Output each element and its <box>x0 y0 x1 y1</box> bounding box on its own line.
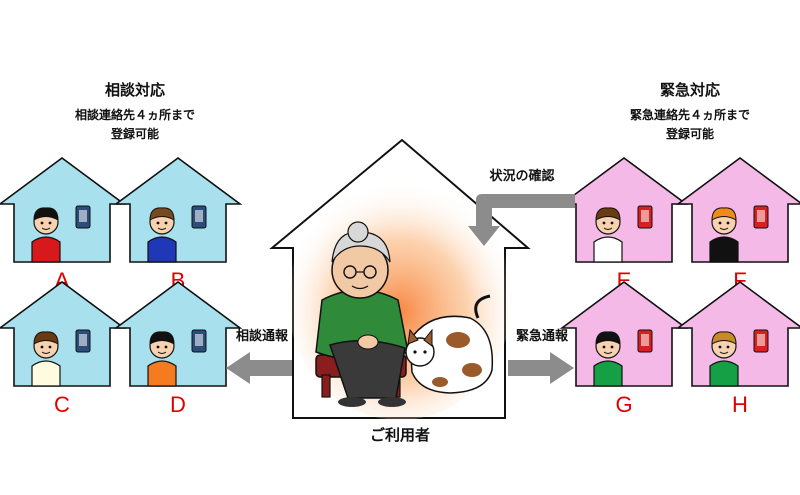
person-woman-brown <box>31 331 61 387</box>
contact-house-d: D <box>113 281 243 417</box>
emergency-report-arrow <box>508 352 574 384</box>
house-letter-g: G <box>615 392 632 417</box>
contact-house-g: G <box>559 281 689 417</box>
wall-phone-icon <box>753 205 769 229</box>
right-subtitle-line1: 緊急連絡先４ヵ所まで <box>630 107 750 122</box>
person-man-glasses-green <box>593 331 623 387</box>
person-girl-orange <box>147 331 177 387</box>
wall-phone-icon <box>191 329 207 353</box>
house-letter-h: H <box>732 392 748 417</box>
wall-phone-icon <box>191 205 207 229</box>
person-boy-red <box>31 207 61 263</box>
contact-house-h: H <box>675 281 800 417</box>
consult-report-arrow <box>226 352 292 384</box>
status-check-label: 状況の確認 <box>489 168 554 184</box>
emergency-report-label: 緊急通報 <box>516 328 569 344</box>
user-label: ご利用者 <box>370 426 430 444</box>
wall-phone-icon <box>75 205 91 229</box>
status-check-arrow <box>468 194 575 246</box>
wall-phone-icon <box>75 329 91 353</box>
elderly-user-illustration <box>315 221 409 407</box>
contact-house-f: F <box>675 157 800 293</box>
right-subtitle-line2: 登録可能 <box>665 126 714 141</box>
contact-house-e: E <box>559 157 689 293</box>
wall-phone-icon <box>753 329 769 353</box>
wall-phone-icon <box>637 329 653 353</box>
person-woman-curly <box>709 331 739 387</box>
contact-house-a: A <box>0 157 127 293</box>
right-title: 緊急対応 <box>660 81 720 99</box>
contact-house-b: B <box>113 157 243 293</box>
consult-report-label: 相談通報 <box>236 328 289 344</box>
person-man-glasses <box>147 207 177 263</box>
person-boy-spiky <box>709 207 739 263</box>
house-letter-d: D <box>170 392 186 417</box>
house-letter-c: C <box>54 392 70 417</box>
cat-illustration <box>405 294 494 394</box>
contact-house-c: C <box>0 281 127 417</box>
left-subtitle-line1: 相談連絡先４ヵ所まで <box>75 107 195 122</box>
person-woman-bun <box>593 207 623 263</box>
left-subtitle-line2: 登録可能 <box>110 126 159 141</box>
wall-phone-icon <box>637 205 653 229</box>
left-title: 相談対応 <box>105 81 165 99</box>
